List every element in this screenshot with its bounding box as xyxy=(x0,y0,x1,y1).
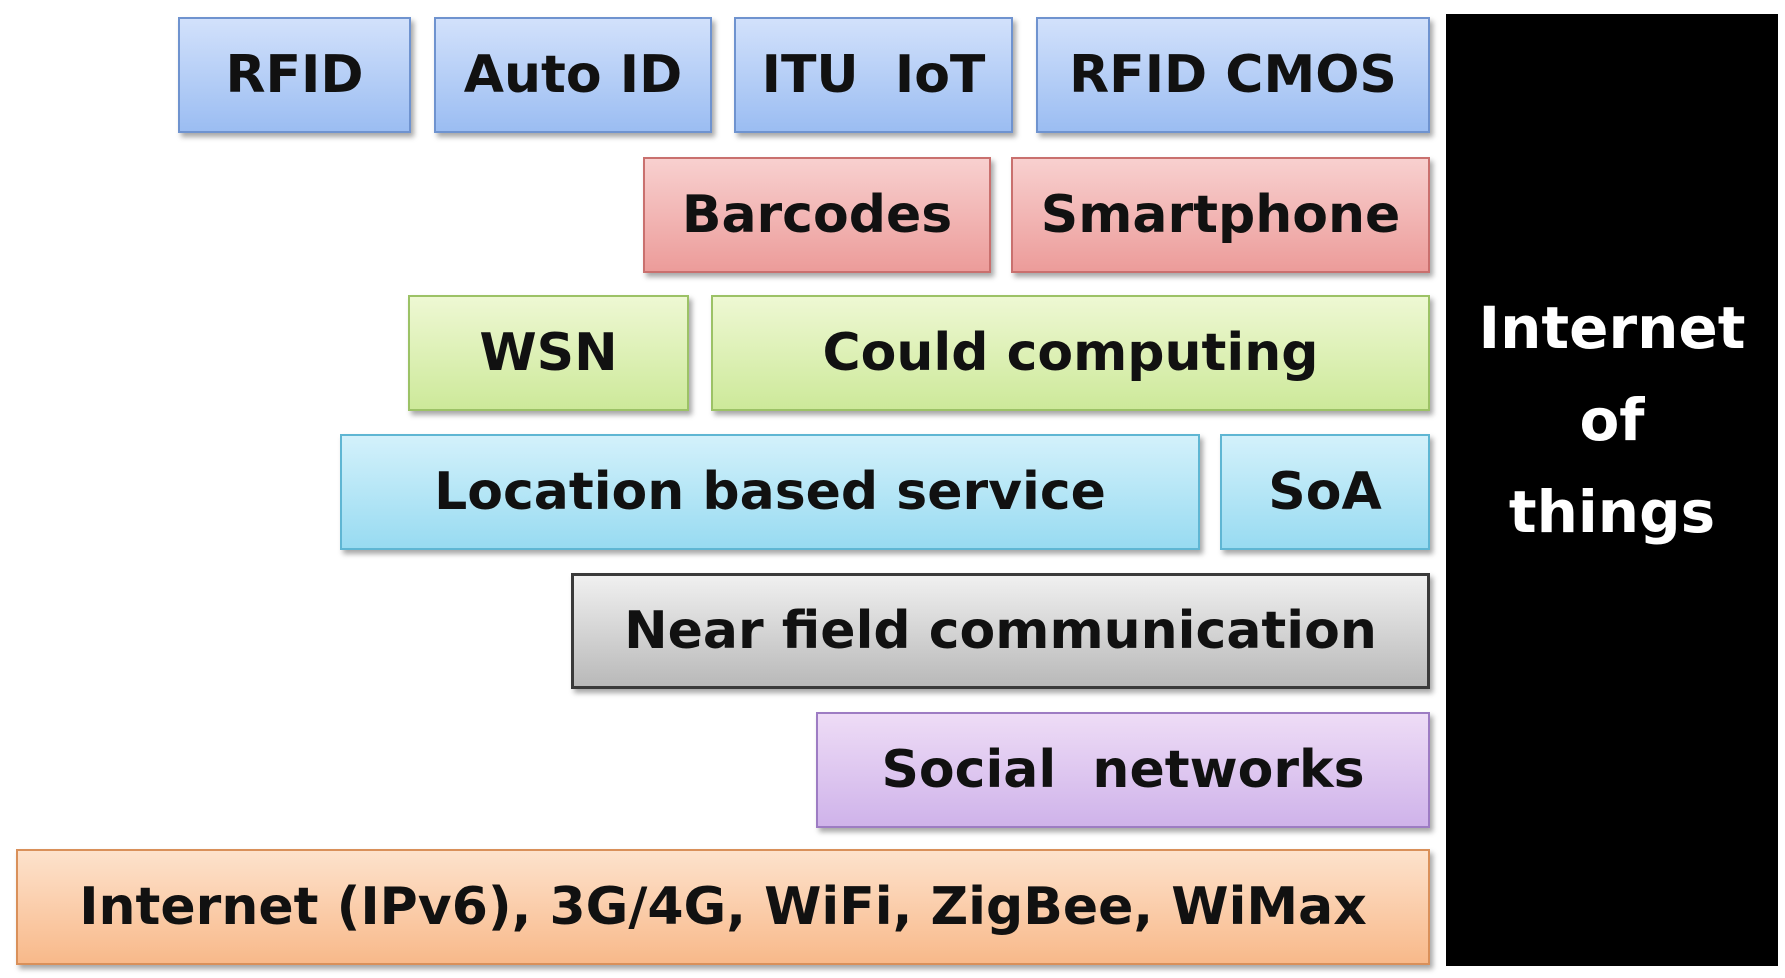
box-barcodes: Barcodes xyxy=(643,157,991,273)
box-social-networks: Social networks xyxy=(816,712,1430,828)
box-itu-iot: ITU IoT xyxy=(734,17,1013,133)
box-rfid: RFID xyxy=(178,17,411,133)
box-could-computing: Could computing xyxy=(711,295,1430,411)
box-smartphone: Smartphone xyxy=(1011,157,1430,273)
box-soa: SoA xyxy=(1220,434,1430,550)
box-near-field-communication: Near field communication xyxy=(571,573,1430,689)
box-location-based-service: Location based service xyxy=(340,434,1200,550)
box-internet-protocols: Internet (IPv6), 3G/4G, WiFi, ZigBee, Wi… xyxy=(16,849,1430,965)
box-wsn: WSN xyxy=(408,295,689,411)
box-rfid-cmos: RFID CMOS xyxy=(1036,17,1430,133)
side-label-line-3: things xyxy=(1508,478,1716,546)
internet-of-things-bar: Internet of things xyxy=(1446,14,1778,966)
side-label-line-1: Internet xyxy=(1478,294,1746,362)
side-label-line-2: of xyxy=(1579,386,1645,454)
box-auto-id: Auto ID xyxy=(434,17,712,133)
internet-of-things-label: Internet of things xyxy=(1479,282,1746,558)
